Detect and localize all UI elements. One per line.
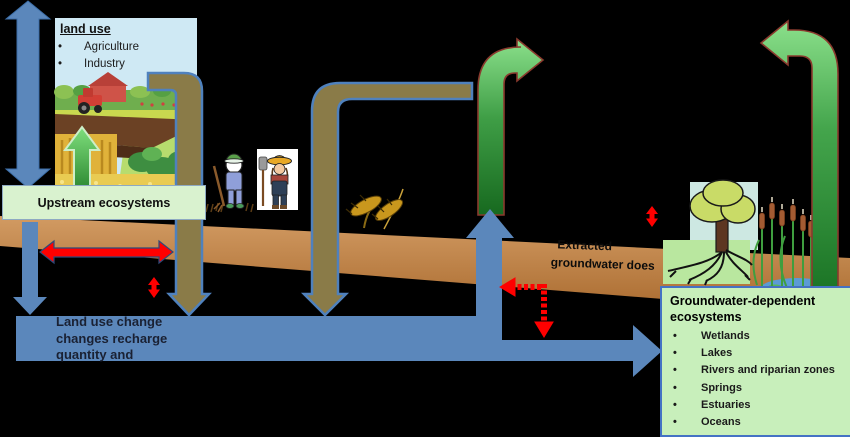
gde-item-label: Rivers and riparian zones (701, 364, 835, 377)
recharge-arrow-icon (13, 222, 47, 315)
bullet-icon: • (58, 41, 63, 53)
land-use-item: • Industry (58, 56, 139, 73)
land-use-item-label: Industry (84, 58, 125, 70)
gde-item: • Wetlands (668, 328, 850, 345)
bullet-icon: • (673, 415, 677, 428)
gde-title-line: Groundwater-dependent (670, 294, 816, 308)
land-use-item-label: Agriculture (84, 41, 139, 53)
farmer-2 (257, 149, 298, 210)
surface-groundwater-exchange-arrow-icon (39, 239, 174, 265)
gde-item: • Rivers and riparian zones (668, 362, 850, 379)
gde-item-label: Springs (701, 381, 742, 394)
land-surface (0, 216, 850, 314)
water-table-drop-arrow-icon (499, 277, 554, 338)
tractor-icon (78, 88, 102, 114)
upstream-exchange-arrow-icon (4, 0, 52, 189)
land-use-item: • Agriculture (58, 39, 139, 56)
farmer-1 (212, 153, 245, 213)
aquifer-caption-line: Land use change (56, 314, 163, 329)
gde-item: • Lakes (668, 345, 850, 362)
water-level-change-arrow-icon (148, 277, 160, 298)
return-flow-arrow-icon (759, 19, 839, 291)
extracted-caption: Extracted groundwater does (550, 236, 655, 275)
extracted-caption-line: groundwater does (550, 254, 655, 273)
gde-item-label: Oceans (701, 415, 741, 428)
groundwater-flow-arrow-icon (16, 209, 662, 377)
aquifer-caption-line: changes recharge (56, 330, 168, 346)
bullet-icon: • (58, 58, 63, 70)
bullet-icon: • (673, 347, 677, 360)
gde-list: • Wetlands • Lakes • Rivers and riparian… (668, 328, 850, 431)
gde-box: Groundwater-dependent ecosystems • Wetla… (660, 286, 850, 437)
gde-item: • Estuaries (668, 397, 850, 414)
infiltration-arrow-right-icon (300, 81, 474, 317)
gde-item-label: Lakes (701, 347, 733, 360)
upstream-ecosystems-box: Upstream ecosystems (2, 185, 206, 220)
land-use-title: land use (60, 22, 111, 36)
land-use-list: • Agriculture • Industry (58, 39, 139, 73)
gde-item: • Oceans (668, 414, 850, 431)
gde-illustration (663, 179, 834, 300)
bullet-icon: • (673, 330, 677, 342)
bullet-icon: • (673, 398, 677, 411)
extraction-arrow-icon (477, 37, 545, 216)
aquifer-caption: Land use change changes recharge quantit… (56, 314, 167, 364)
bullet-icon: • (673, 381, 677, 394)
aquifer-caption-line: quantity and (56, 347, 134, 362)
gde-title-line: ecosystems (670, 310, 742, 324)
gde-item-label: Estuaries (701, 398, 751, 411)
bullet-icon: • (673, 364, 677, 377)
gde-item-label: Wetlands (701, 330, 750, 342)
water-level-change-arrow-icon (646, 206, 658, 227)
upstream-ecosystems-label: Upstream ecosystems (37, 195, 171, 210)
wheat-icon (345, 188, 404, 230)
gde-title: Groundwater-dependent ecosystems (670, 293, 850, 325)
tree-icon (667, 179, 756, 286)
gde-item: • Springs (668, 380, 850, 397)
